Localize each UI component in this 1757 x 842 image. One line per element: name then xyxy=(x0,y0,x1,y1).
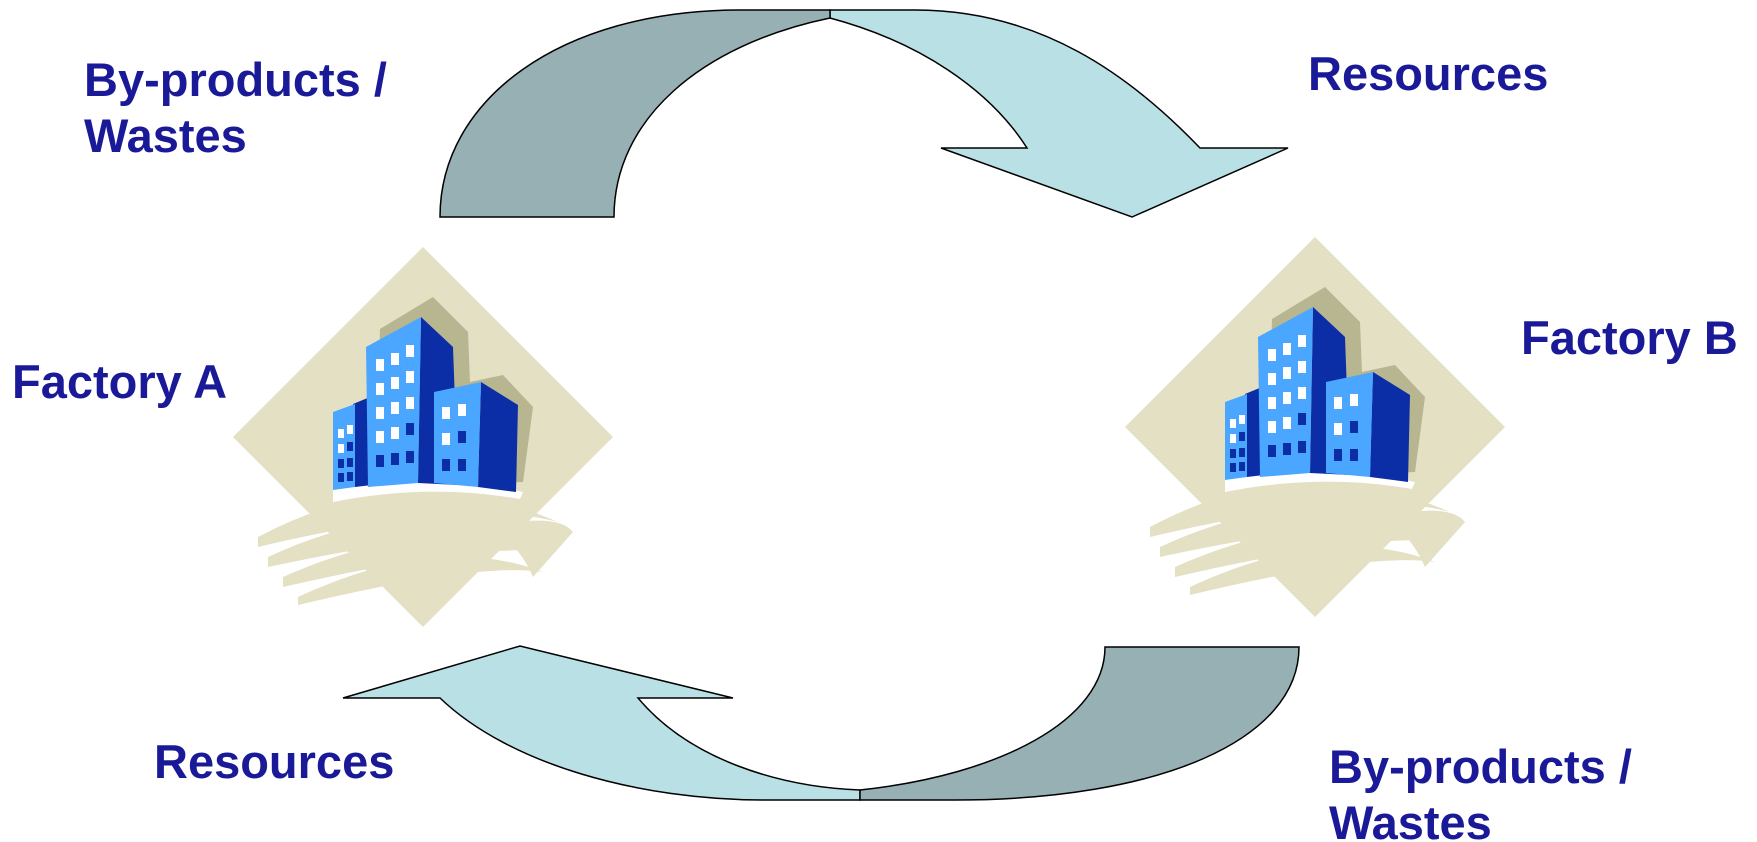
top-arrow-tail xyxy=(440,10,830,217)
top-cycle-arrow xyxy=(440,10,1288,217)
label-line: By-products / xyxy=(84,52,387,108)
label-line: Wastes xyxy=(84,108,387,164)
factory-a-icon xyxy=(233,247,613,627)
factory-b-icon xyxy=(1125,237,1505,617)
top-arrow-head xyxy=(830,10,1288,217)
label-factory-b: Factory B xyxy=(1521,310,1738,366)
bottom-arrow-tail xyxy=(860,647,1299,800)
label-bottom-right-byproducts: By-products / Wastes xyxy=(1329,739,1632,842)
bottom-arrow-head xyxy=(343,646,860,800)
label-line: Wastes xyxy=(1329,795,1632,842)
label-bottom-left-resources: Resources xyxy=(154,734,394,790)
label-line: By-products / xyxy=(1329,739,1632,795)
label-top-left-byproducts: By-products / Wastes xyxy=(84,52,387,164)
bottom-cycle-arrow xyxy=(343,646,1299,800)
label-top-right-resources: Resources xyxy=(1308,46,1548,102)
label-factory-a: Factory A xyxy=(12,354,227,410)
